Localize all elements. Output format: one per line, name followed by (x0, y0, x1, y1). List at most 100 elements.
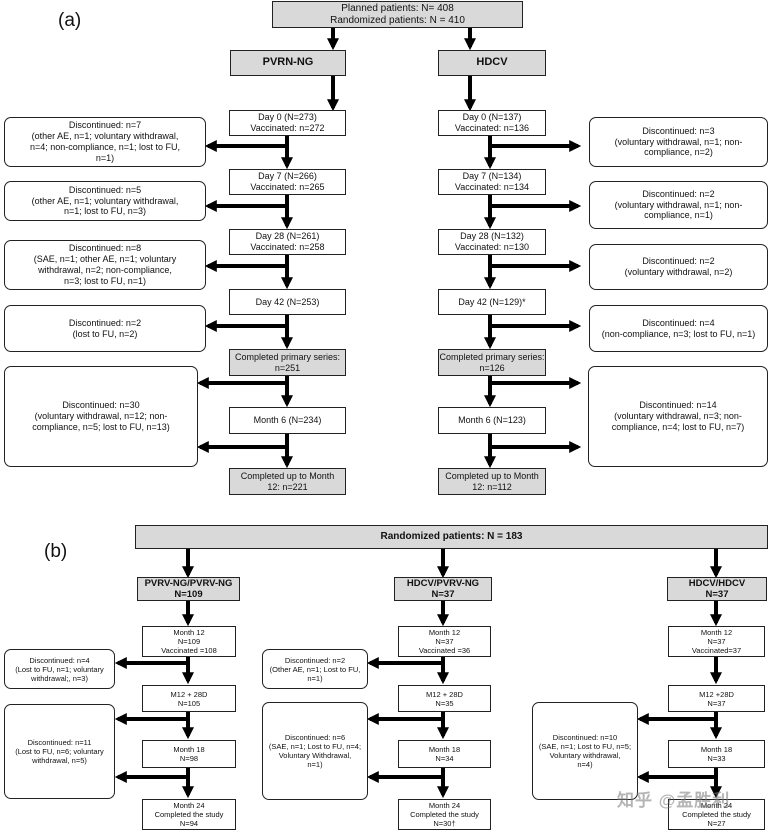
left-disc-day42-box: Discontinued: n=2 (lost to FU, n=2) (4, 305, 206, 352)
col1-disc1-title: Discontinued: n=4 (29, 655, 90, 665)
right-day7-vaccinated: Vaccinated: n=134 (454, 182, 530, 192)
left-day28-title: Day 28 (N=261) (255, 231, 320, 242)
col2-header-n: N=37 (431, 589, 455, 600)
col2-month12-title: Month 12 (428, 628, 461, 637)
col3-month12-box: Month 12 N=37 Vaccinated=37 (668, 626, 765, 657)
left-disc-day7-line2: (other AE, n=1; voluntary withdrawal, (31, 195, 179, 206)
right-day0-box: Day 0 (N=137) Vaccinated: n=136 (438, 110, 546, 136)
left-disc-day28-line2: (SAE, n=1; other AE, n=1; voluntary (33, 254, 177, 265)
col1-header-n: N=109 (174, 589, 203, 600)
col3-disc-line2: (SAE, n=1; Lost to FU, n=5; (538, 742, 632, 751)
left-month6-box: Month 6 (N=234) (229, 407, 346, 434)
planned-patients-text: Planned patients: N= 408 (341, 2, 454, 14)
right-day42-title: Day 42 (N=129)* (458, 296, 526, 307)
col1-month12-n: N=109 (177, 637, 201, 646)
col3-month12-title: Month 12 (700, 628, 733, 637)
right-disc-day42-title: Discontinued: n=4 (642, 317, 715, 328)
left-disc-day0-line4: n=1) (95, 152, 115, 163)
col2-month24-box: Month 24 Completed the study N=30† (398, 799, 491, 830)
right-day28-title: Day 28 (N=132) (460, 231, 524, 242)
left-day0-vaccinated: Vaccinated: n=272 (250, 123, 325, 133)
right-disc-day42-line2: (non-compliance, n=3; lost to FU, n=1) (601, 328, 756, 339)
col1-month24-completed: Completed the study (154, 810, 224, 819)
col3-month12-vaccinated: Vaccinated=37 (691, 646, 742, 655)
left-disc-day7-title: Discontinued: n=5 (68, 184, 142, 195)
left-completed-primary-count: n=251 (274, 362, 301, 373)
right-disc-month6-line3: compliance, n=4; lost to FU, n=7) (611, 421, 745, 432)
panel-b-randomized-text: Randomized patients: N = 183 (380, 531, 523, 542)
right-disc-day7-line3: compliance, n=1) (644, 210, 713, 221)
col1-month24-n: N=94 (179, 819, 199, 828)
col3-month18-n: N=33 (707, 754, 726, 763)
col2-disc2-line3: Voluntary Withdrawal, (278, 751, 352, 760)
col1-m12-28d-n: N=105 (177, 698, 201, 708)
hdcv-pvrv-ng-header: HDCV/PVRV-NG N=37 (394, 577, 492, 601)
left-disc-day0-title: Discontinued: n=7 (68, 120, 142, 131)
col2-month12-n: N=37 (435, 637, 454, 646)
col1-month12-title: Month 12 (173, 628, 205, 637)
hdcv-hdcv-header: HDCV/HDCV N=37 (667, 577, 767, 601)
right-month12-box: Completed up to Month 12: n=112 (438, 468, 546, 495)
col1-month24-box: Month 24 Completed the study N=94 (142, 799, 236, 830)
left-month6-title: Month 6 (N=234) (253, 415, 322, 426)
col1-disc1-line3: withdrawal;, n=3) (31, 673, 88, 683)
right-disc-day7-title: Discontinued: n=2 (642, 188, 715, 199)
col1-disc1-line2: (Lost to FU, n=1; voluntary (15, 664, 104, 674)
panel-a-label: (a) (58, 10, 82, 31)
right-day0-vaccinated: Vaccinated: n=136 (454, 123, 530, 133)
panel-b-top-box: Randomized patients: N = 183 (135, 525, 768, 549)
left-day28-vaccinated: Vaccinated: n=258 (250, 242, 325, 252)
left-disc-day7-line3: n=1; lost to FU, n=3) (63, 206, 147, 217)
col1-disc2-line3: withdrawal, n=5) (32, 756, 87, 765)
col1-month18-box: Month 18 N=98 (142, 740, 236, 768)
left-completed-primary-box: Completed primary series: n=251 (229, 349, 346, 376)
col2-m12-28d-title: M12 + 28D (426, 689, 463, 699)
hdcv-header-label: HDCV (476, 56, 508, 69)
right-day42-box: Day 42 (N=129)* (438, 289, 546, 315)
col2-disc2-line2: (SAE, n=1; Lost to FU, n=4; (268, 742, 362, 751)
col2-month24-n: N=30† (433, 819, 456, 828)
col2-disc1-line2: (Other AE, n=1; Lost to FU, (269, 664, 361, 674)
right-disc-day7-line2: (voluntary withdrawal, n=1; non- (614, 199, 743, 210)
left-day7-title: Day 7 (N=266) (258, 171, 317, 182)
col3-month18-title: Month 18 (700, 745, 733, 754)
left-disc-day42-title: Discontinued: n=2 (68, 317, 142, 328)
right-day28-box: Day 28 (N=132) Vaccinated: n=130 (438, 229, 546, 255)
left-disc-day28-title: Discontinued: n=8 (68, 243, 142, 254)
col3-disc-title: Discontinued: n=10 (552, 733, 618, 742)
left-disc-day0-box: Discontinued: n=7 (other AE, n=1; volunt… (4, 117, 206, 167)
col3-month24-box: Month 24 Completed the study N=27 (668, 799, 765, 830)
col2-month18-n: N=34 (435, 754, 454, 763)
panel-a-top-box: Planned patients: N= 408 Randomized pati… (272, 1, 523, 28)
col1-m12-28d-title: M12 + 28D (170, 689, 208, 699)
left-day42-box: Day 42 (N=253) (229, 289, 346, 315)
col3-header-n: N=37 (705, 589, 729, 600)
col1-header-title: PVRV-NG/PVRV-NG (144, 577, 233, 589)
right-disc-day0-box: Discontinued: n=3 (voluntary withdrawal,… (589, 117, 768, 167)
hdcv-header: HDCV (438, 50, 546, 76)
right-month12-title: Completed up to Month (445, 470, 539, 481)
right-disc-month6-title: Discontinued: n=14 (639, 400, 717, 411)
col2-disc2-title: Discontinued: n=6 (284, 733, 346, 742)
right-day7-box: Day 7 (N=134) Vaccinated: n=134 (438, 169, 546, 195)
col1-month18-n: N=98 (179, 754, 199, 763)
left-month12-box: Completed up to Month 12: n=221 (229, 468, 346, 495)
col2-disc1-box: Discontinued: n=2 (Other AE, n=1; Lost t… (262, 649, 368, 689)
col2-disc2-line4: n=1) (307, 760, 323, 769)
col2-month12-vaccinated: Vaccinated =36 (418, 646, 471, 655)
left-disc-month6-line2: (voluntary withdrawal, n=12; non- (34, 411, 168, 422)
randomized-patients-text: Randomized patients: N = 410 (330, 14, 465, 26)
col3-disc-box: Discontinued: n=10 (SAE, n=1; Lost to FU… (532, 702, 638, 800)
left-day0-box: Day 0 (N=273) Vaccinated: n=272 (229, 110, 346, 136)
col3-disc-line3: Voluntary withdrawal, (549, 751, 621, 760)
right-month12-count: 12: n=112 (472, 481, 512, 492)
col3-month18-box: Month 18 N=33 (668, 740, 765, 768)
col2-month24-completed: Completed the study (410, 810, 479, 819)
left-disc-month6-line3: compliance, n=5; lost to FU, n=13) (32, 421, 170, 432)
right-day0-title: Day 0 (N=137) (462, 112, 522, 123)
left-disc-day0-line2: (other AE, n=1; voluntary withdrawal, (31, 131, 179, 142)
col1-disc2-box: Discontinued: n=11 (Lost to FU, n=6; vol… (4, 704, 115, 799)
right-disc-day28-box: Discontinued: n=2 (voluntary withdrawal,… (589, 244, 768, 290)
